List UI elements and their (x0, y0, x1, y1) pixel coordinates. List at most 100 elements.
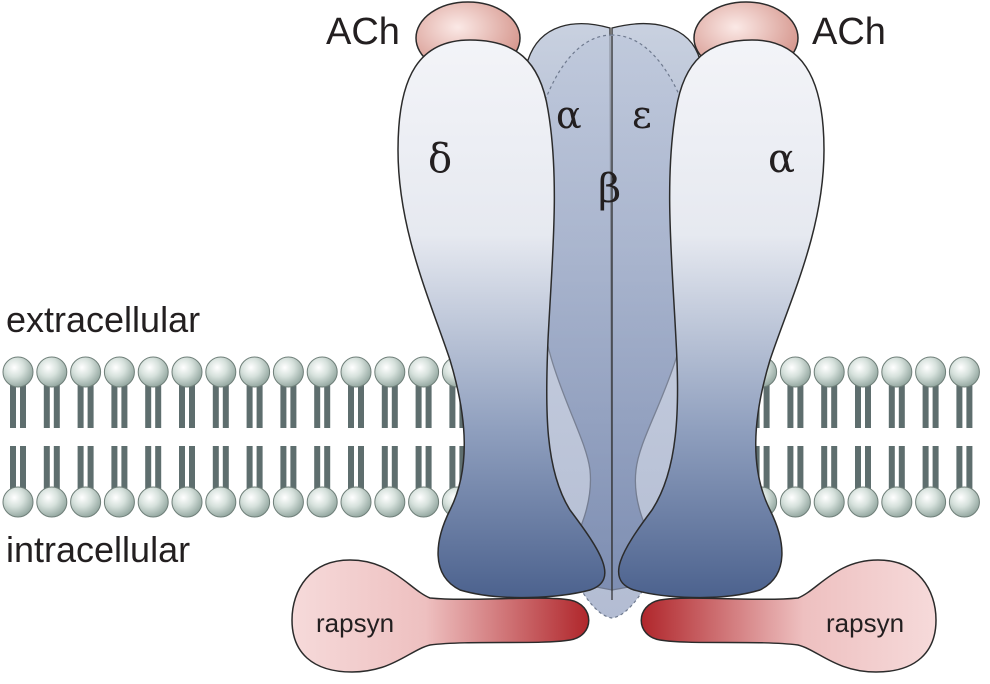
lipid-tail (391, 446, 398, 494)
lipid-bilayer-heads (2, 356, 980, 518)
lipid-head (813, 486, 845, 518)
lipid-tail (381, 446, 388, 494)
lipid-tail (956, 380, 963, 428)
lipid-bilayer-tails (10, 380, 973, 494)
lipid-tail (358, 380, 364, 428)
lipid-head (205, 356, 237, 388)
lipid-head (340, 356, 372, 388)
lipid-head (847, 486, 879, 518)
lipid-tail (855, 380, 861, 428)
lipid-head (408, 356, 440, 388)
lipid-tail (10, 380, 16, 428)
lipid-tail (932, 446, 939, 494)
lipid-head (340, 486, 372, 518)
subunit-label-delta: δ (428, 136, 452, 182)
lipid-tail (314, 446, 321, 494)
lipid-tail (111, 446, 118, 494)
lipid-head (408, 486, 440, 518)
lipid-tail (155, 446, 162, 494)
lipid-tail (787, 446, 794, 494)
lipid-head (881, 356, 913, 388)
lipid-tail (43, 380, 50, 428)
lipid-head (239, 486, 271, 518)
lipid-tail (415, 380, 422, 428)
lipid-tail (888, 380, 895, 428)
rapsyn-left (291, 559, 590, 673)
lipid-tail (888, 446, 895, 494)
lipid-tail (797, 446, 804, 494)
lipid-tail (53, 446, 60, 494)
lipid-head (374, 356, 406, 388)
lipid-head (374, 486, 406, 518)
lipid-tail (246, 446, 253, 494)
lipid-head (171, 356, 203, 388)
lipid-head (779, 356, 811, 388)
lipid-head (70, 486, 102, 518)
lipid-tail (290, 380, 297, 428)
lipid-tail (222, 380, 229, 428)
lipid-tail (932, 380, 939, 428)
lipid-tail (212, 446, 219, 494)
lipid-tail (865, 446, 871, 494)
lipid-head (103, 356, 135, 388)
lipid-tail (348, 380, 354, 428)
lipid-head (171, 486, 203, 518)
lipid-head (239, 356, 271, 388)
lipid-tail (898, 380, 905, 428)
lipid-head (272, 356, 304, 388)
subunit-label-epsilon: ε (632, 93, 652, 137)
lipid-tail (121, 380, 128, 428)
ach-label-left: ACh (326, 11, 400, 53)
lipid-head (272, 486, 304, 518)
lipid-tail (425, 380, 432, 428)
lipid-head (2, 356, 34, 388)
lipid-tail (855, 446, 861, 494)
lipid-tail (797, 380, 804, 428)
lipid-tail (155, 380, 162, 428)
lipid-head (205, 486, 237, 518)
lipid-tail (381, 380, 388, 428)
lipid-tail (87, 380, 94, 428)
lipid-head (36, 486, 68, 518)
lipid-tail (212, 380, 219, 428)
lipid-tail (189, 380, 195, 428)
lipid-tail (280, 446, 287, 494)
lipid-head (103, 486, 135, 518)
lipid-tail (391, 380, 398, 428)
lipid-head (915, 486, 947, 518)
lipid-head (36, 356, 68, 388)
subunit-label-alpha-left: α (556, 93, 582, 137)
lipid-tail (821, 380, 828, 428)
lipid-head (881, 486, 913, 518)
lipid-tail (256, 380, 263, 428)
lipid-head (306, 486, 338, 518)
lipid-head (948, 356, 980, 388)
lipid-head (306, 356, 338, 388)
subunit-delta (397, 39, 606, 599)
rapsyn-right (640, 559, 937, 673)
lipid-tail (449, 380, 456, 428)
lipid-tail (10, 446, 16, 494)
lipid-head (70, 356, 102, 388)
lipid-tail (280, 380, 287, 428)
lipid-head (813, 356, 845, 388)
lipid-tail (53, 380, 60, 428)
lipid-tail (145, 380, 152, 428)
lipid-head (779, 486, 811, 518)
subunit-label-beta: β (598, 166, 621, 212)
lipid-tail (189, 446, 195, 494)
lipid-tail (415, 446, 422, 494)
lipid-tail (348, 446, 354, 494)
lipid-tail (763, 380, 770, 428)
rapsyn-label-left: rapsyn (316, 608, 394, 638)
lipid-tail (956, 446, 963, 494)
lipid-tail (922, 446, 929, 494)
lipid-tail (20, 446, 26, 494)
ach-label-right: ACh (812, 11, 886, 53)
rapsyn-label-right: rapsyn (826, 608, 904, 638)
lipid-head (915, 356, 947, 388)
lipid-tail (966, 446, 973, 494)
lipid-tail (922, 380, 929, 428)
